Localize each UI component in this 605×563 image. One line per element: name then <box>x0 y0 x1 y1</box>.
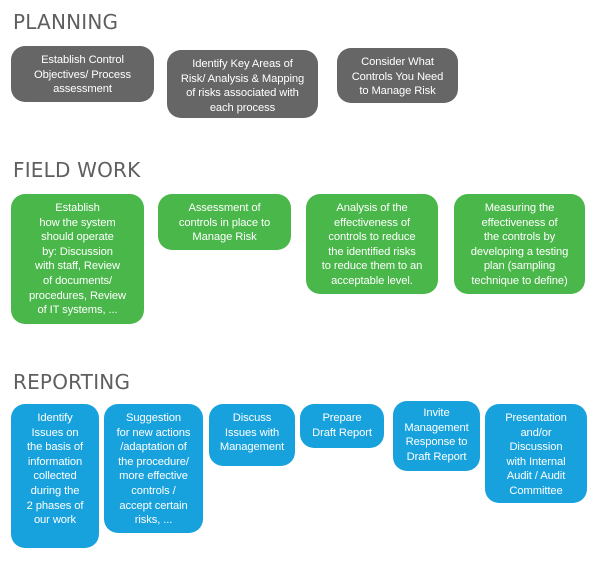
reporting-heading: REPORTING <box>13 370 131 394</box>
reporting-step-identify-issues: Identify Issues on the basis of informat… <box>11 404 99 548</box>
field-work-step-analyze-effectiveness: Analysis of the effectiveness of control… <box>306 194 438 294</box>
reporting-step-prepare-draft: Prepare Draft Report <box>300 404 384 448</box>
field-work-step-measure-effectiveness: Measuring the effectiveness of the contr… <box>454 194 585 294</box>
reporting-step-discuss-issues: Discuss Issues with Management <box>209 404 295 466</box>
reporting-step-presentation: Presentation and/or Discussion with Inte… <box>485 404 587 503</box>
planning-heading: PLANNING <box>13 10 119 34</box>
planning-step-identify-key-risk-areas: Identify Key Areas of Risk/ Analysis & M… <box>167 50 318 118</box>
reporting-step-suggestions: Suggestion for new actions /adaptation o… <box>104 404 203 533</box>
field-work-step-establish-system: Establish how the system should operate … <box>11 194 144 324</box>
planning-step-consider-controls: Consider What Controls You Need to Manag… <box>337 48 458 103</box>
reporting-step-invite-response: Invite Management Response to Draft Repo… <box>393 401 480 471</box>
field-work-heading: FIELD WORK <box>13 158 141 182</box>
planning-step-establish-control-objectives: Establish Control Objectives/ Process as… <box>11 46 154 102</box>
field-work-step-assess-controls: Assessment of controls in place to Manag… <box>158 194 291 250</box>
